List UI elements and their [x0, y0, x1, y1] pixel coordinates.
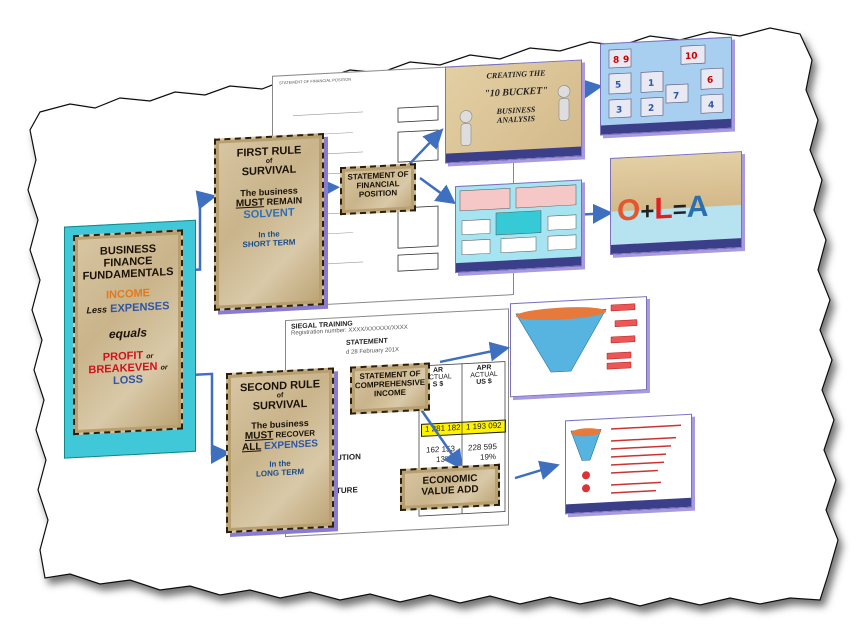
equation-text: O+L=A	[617, 190, 708, 229]
bucket-num-5: 5	[615, 80, 621, 90]
equation-l: L	[654, 191, 673, 226]
equation-a: A	[686, 189, 709, 225]
bucket-num-2: 2	[648, 104, 654, 114]
income-funnel	[515, 303, 638, 373]
bucket-num-9: 9	[623, 55, 629, 65]
equation-slide: O+L=A	[610, 151, 742, 256]
bucket-num-4: 4	[708, 101, 714, 111]
second-rule-expenses: EXPENSES	[264, 438, 318, 453]
equation-plus: +	[640, 197, 655, 226]
arrow-cash-to-eq	[580, 203, 613, 224]
less-label: Less	[86, 304, 108, 316]
bucket-analysis-slide: CREATING THE "10 BUCKET" BUSINESS ANALYS…	[445, 59, 582, 164]
figures-icon	[459, 85, 571, 146]
income-funnel-slide	[510, 296, 647, 398]
bucket-num-1: 1	[648, 79, 654, 89]
bucket-num-8: 8	[613, 56, 619, 66]
financial-position-document: STATEMENT OF FINANCIAL POSITION	[272, 63, 514, 308]
second-rule-card: SECOND RULE of SURVIVAL The business MUS…	[226, 367, 334, 534]
main-card: BUSINESS FINANCE FUNDAMENTALS INCOME Les…	[64, 219, 196, 459]
eva-filter-diagram	[570, 424, 681, 494]
main-card-parchment: BUSINESS FINANCE FUNDAMENTALS INCOME Les…	[73, 229, 183, 436]
first-rule-card: FIRST RULE of SURVIVAL The business MUST…	[214, 133, 324, 311]
financial-position-table	[293, 105, 489, 272]
balance-sheet-diagram	[459, 184, 577, 256]
or-2: or	[160, 364, 168, 372]
arrow-bucket-to-grid	[579, 79, 603, 99]
arrow-main-to-second	[190, 372, 231, 464]
bucket-grid: 8 9 10 5 1 6 7 3 4 2	[608, 44, 724, 119]
bucket-num-3: 3	[616, 105, 622, 115]
arrow-sci-to-funnel	[439, 341, 510, 364]
arrow-sfp-to-cash	[419, 176, 456, 205]
bucket-num-7: 7	[673, 91, 679, 101]
bucket-num-6: 6	[707, 76, 713, 86]
expenses-label: EXPENSES	[110, 300, 170, 316]
second-rule-all: ALL	[242, 441, 262, 454]
equation-o: O	[617, 193, 641, 228]
bucket-num-10: 10	[685, 51, 698, 62]
arrow-sfp-to-bucket	[404, 128, 444, 170]
bucket-grid-slide: 8 9 10 5 1 6 7 3 4 2	[600, 36, 732, 136]
first-rule-remain: REMAIN	[266, 195, 303, 208]
equals-label: equals	[108, 325, 147, 342]
balance-sheet-slide	[455, 179, 582, 274]
eva-filter-slide	[565, 413, 692, 515]
equation-eq: =	[672, 196, 687, 224]
arrow-eva-to-filter	[514, 460, 560, 480]
or-1: or	[146, 352, 154, 361]
